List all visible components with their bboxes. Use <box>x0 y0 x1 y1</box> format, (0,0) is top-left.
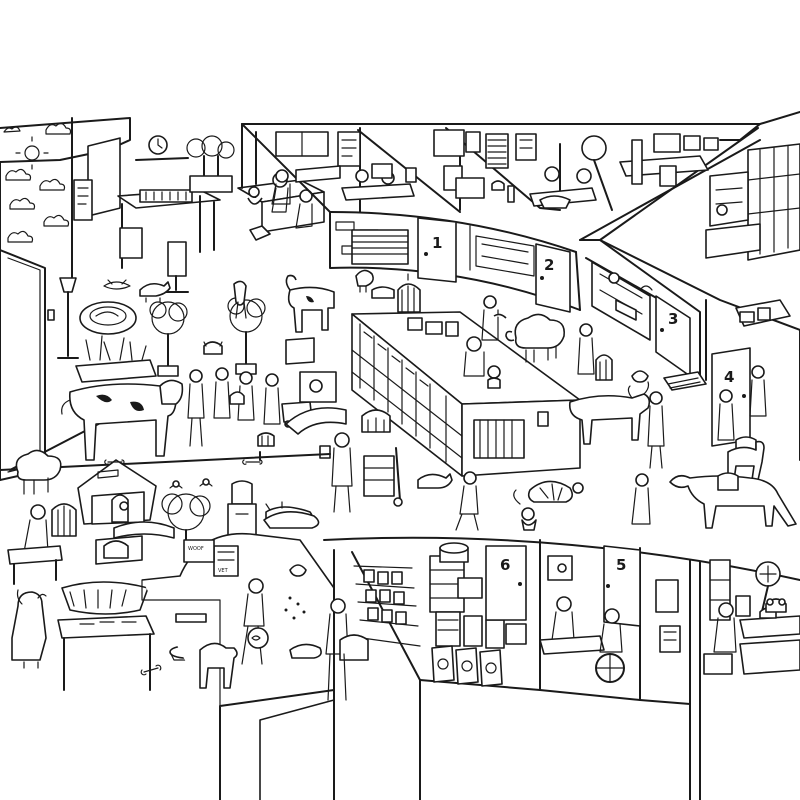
cat-tree-shelf <box>117 189 221 293</box>
door-6-number: 6 <box>500 556 510 574</box>
room-2-surgery <box>433 129 613 211</box>
frog <box>631 370 649 383</box>
cat-sleeping-lower <box>289 643 322 659</box>
cloud-wallpaper <box>3 122 72 243</box>
dog-lying-center <box>263 511 320 529</box>
info-desk <box>285 337 347 435</box>
grooming-table <box>57 615 155 691</box>
treat-box: WOOF <box>183 539 215 563</box>
kennel-room <box>705 143 800 261</box>
cat-on-floor <box>139 281 171 303</box>
lower-planter <box>113 521 175 539</box>
goat <box>285 274 335 333</box>
room-4-wall <box>599 239 800 461</box>
room-right-surgery <box>655 559 800 675</box>
door-2-number: 2 <box>544 256 554 274</box>
kibble-scatter <box>284 596 306 620</box>
rooster <box>355 269 374 293</box>
cat-on-steps <box>203 341 223 355</box>
lizard-floor <box>103 279 131 290</box>
room-2-side <box>443 165 515 203</box>
fish-tank-shop <box>439 542 469 563</box>
pet-carrier <box>361 409 391 433</box>
clock <box>135 135 189 161</box>
door-5[interactable]: 5 <box>603 545 641 627</box>
room-1-desk-people <box>341 163 417 201</box>
waiting-bench-top <box>237 172 325 241</box>
potted-tree-center <box>227 297 266 375</box>
lamp <box>57 277 79 359</box>
receptionist <box>463 336 501 389</box>
wall-shelf-left <box>95 535 143 565</box>
shopkeeper-with-dog <box>325 598 369 701</box>
dog-house <box>77 459 157 525</box>
horse <box>669 472 797 529</box>
door-3[interactable]: 3 <box>655 295 691 377</box>
woman-leading-horse <box>631 473 651 525</box>
counter-shelves-products <box>363 317 459 387</box>
pet-shop-frame <box>323 536 800 800</box>
kittens-basket-right <box>765 598 787 613</box>
queue-people <box>187 367 281 447</box>
door-4-number: 4 <box>724 368 734 386</box>
potted-tree-mid <box>149 301 188 377</box>
room-1-exam <box>271 131 361 205</box>
planter-box <box>75 335 157 383</box>
cat-bed-round <box>79 301 137 335</box>
woman-with-dog <box>647 391 665 469</box>
door-1-number: 1 <box>432 234 442 252</box>
light-switch <box>47 309 55 321</box>
man-with-cage <box>577 323 613 381</box>
cat-food-bags <box>431 645 503 687</box>
pet-carrier-blue <box>371 286 395 299</box>
door-1[interactable]: 1 <box>417 217 457 283</box>
monkey <box>513 489 537 531</box>
boy-with-pet <box>455 471 479 531</box>
dog-sitting-left <box>11 589 47 669</box>
dog-lower-center <box>199 642 238 689</box>
wicker-basket <box>61 581 149 615</box>
door-5-number: 5 <box>616 556 626 574</box>
left-wall <box>0 117 161 481</box>
bull <box>568 381 651 445</box>
room-3-wall <box>579 239 701 381</box>
hand-trolley <box>363 447 403 507</box>
fishbowl <box>247 627 269 649</box>
parrot <box>233 280 247 319</box>
birdcage <box>397 273 421 313</box>
vet-poster-label: VET <box>218 568 229 574</box>
woman-with-birdcage <box>7 503 77 585</box>
door-3-number: 3 <box>668 310 678 328</box>
room-3-xray <box>619 133 719 187</box>
door-6[interactable]: 6 <box>485 545 527 621</box>
cat-on-floor-2 <box>417 473 453 489</box>
bird-perch <box>169 478 213 489</box>
wall-posters <box>73 137 121 221</box>
spotted-cow <box>61 379 184 461</box>
potted-trees-back <box>186 135 235 193</box>
man-with-clipboard <box>319 432 353 513</box>
treat-box-label: WOOF <box>188 546 204 552</box>
room-5-exam <box>539 555 625 683</box>
door-2[interactable]: 2 <box>535 243 571 313</box>
shop-shelves-left <box>353 565 421 647</box>
lower-counter: VET <box>141 532 335 800</box>
sheep <box>505 313 566 363</box>
ginger-cat-sitting <box>247 186 263 205</box>
bones <box>104 459 263 676</box>
sheep-left <box>15 449 62 495</box>
newspaper-stack <box>663 371 707 391</box>
vet-with-cat <box>481 295 507 341</box>
turtle <box>527 480 584 503</box>
frog-lower <box>289 564 307 577</box>
